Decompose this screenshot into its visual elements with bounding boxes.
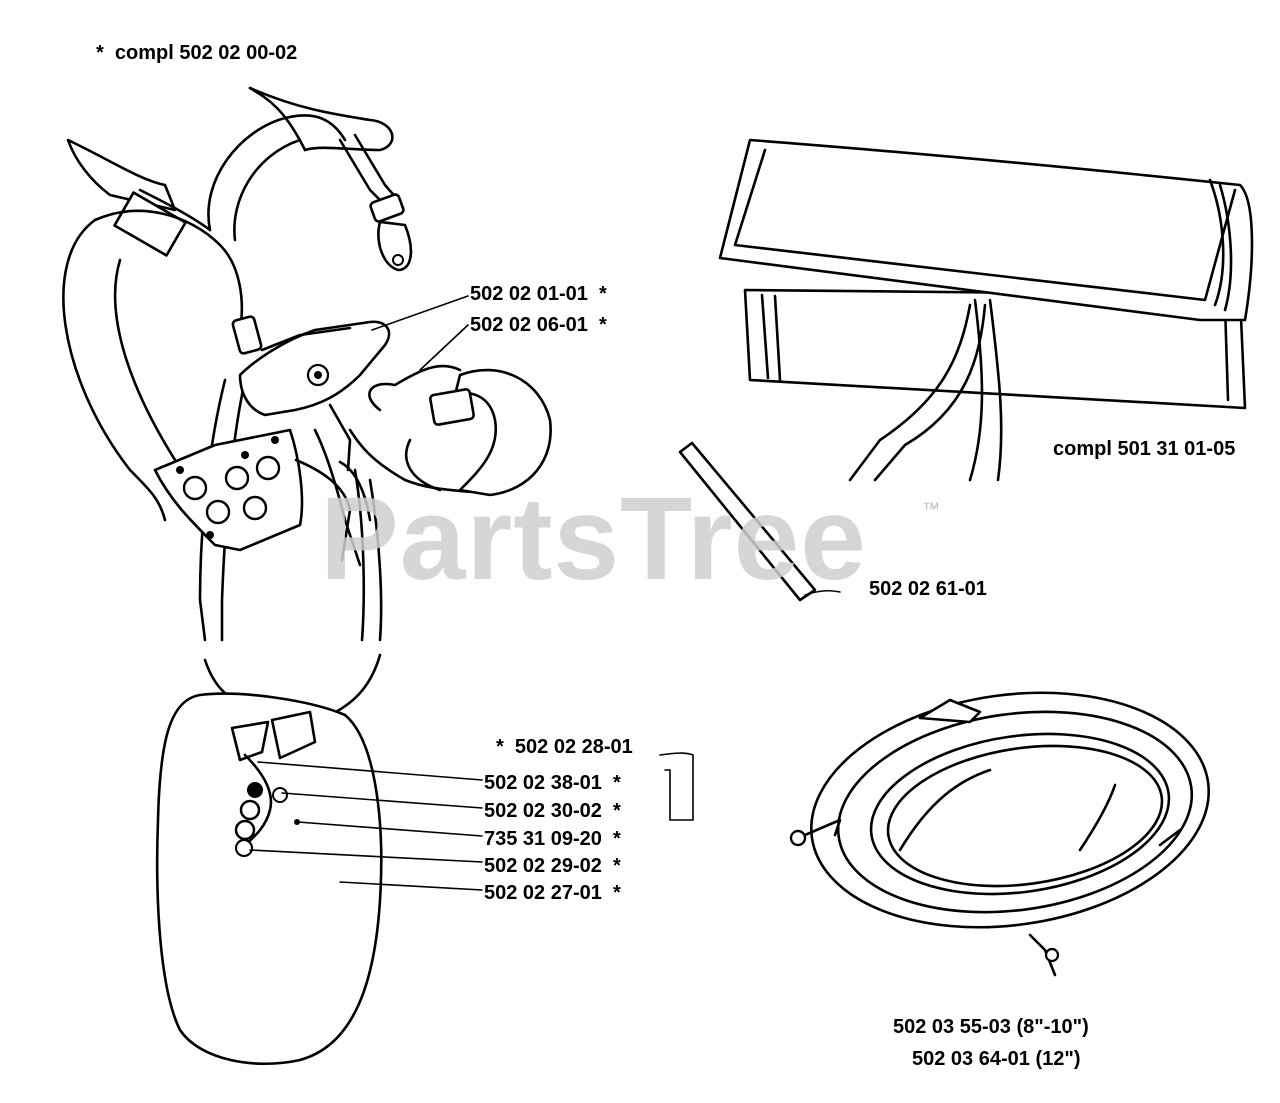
- label-502-02-30-02: 502 02 30-02 *: [484, 800, 621, 822]
- label-ring-part-2: 502 03 64-01 (12"): [912, 1048, 1081, 1070]
- label-502-02-27-01: 502 02 27-01 *: [484, 882, 621, 904]
- label-502-02-61-01: 502 02 61-01: [869, 578, 987, 600]
- ring-drawing: [789, 691, 1210, 977]
- watermark-text: PartsTree: [320, 473, 867, 605]
- label-502-02-38-01: 502 02 38-01 *: [484, 772, 621, 794]
- label-502-02-01-01: 502 02 01-01 *: [470, 283, 607, 305]
- label-bag-compl: compl 501 31 01-05: [1053, 438, 1236, 460]
- hip-pad-drawing: [155, 653, 694, 1066]
- label-735-31-09-20: 735 31 09-20 *: [484, 828, 621, 850]
- label-ring-part-1: 502 03 55-03 (8"-10"): [893, 1016, 1089, 1038]
- label-502-02-06-01: 502 02 06-01 *: [470, 314, 607, 336]
- label-harness-compl: * compl 502 02 00-02: [96, 42, 298, 64]
- harness-drawing: [62, 86, 552, 642]
- label-502-02-29-02: 502 02 29-02 *: [484, 855, 621, 877]
- bag-drawing: [678, 138, 1254, 602]
- trademark-symbol: ™: [922, 499, 940, 519]
- label-502-02-28-01: * 502 02 28-01: [496, 736, 633, 758]
